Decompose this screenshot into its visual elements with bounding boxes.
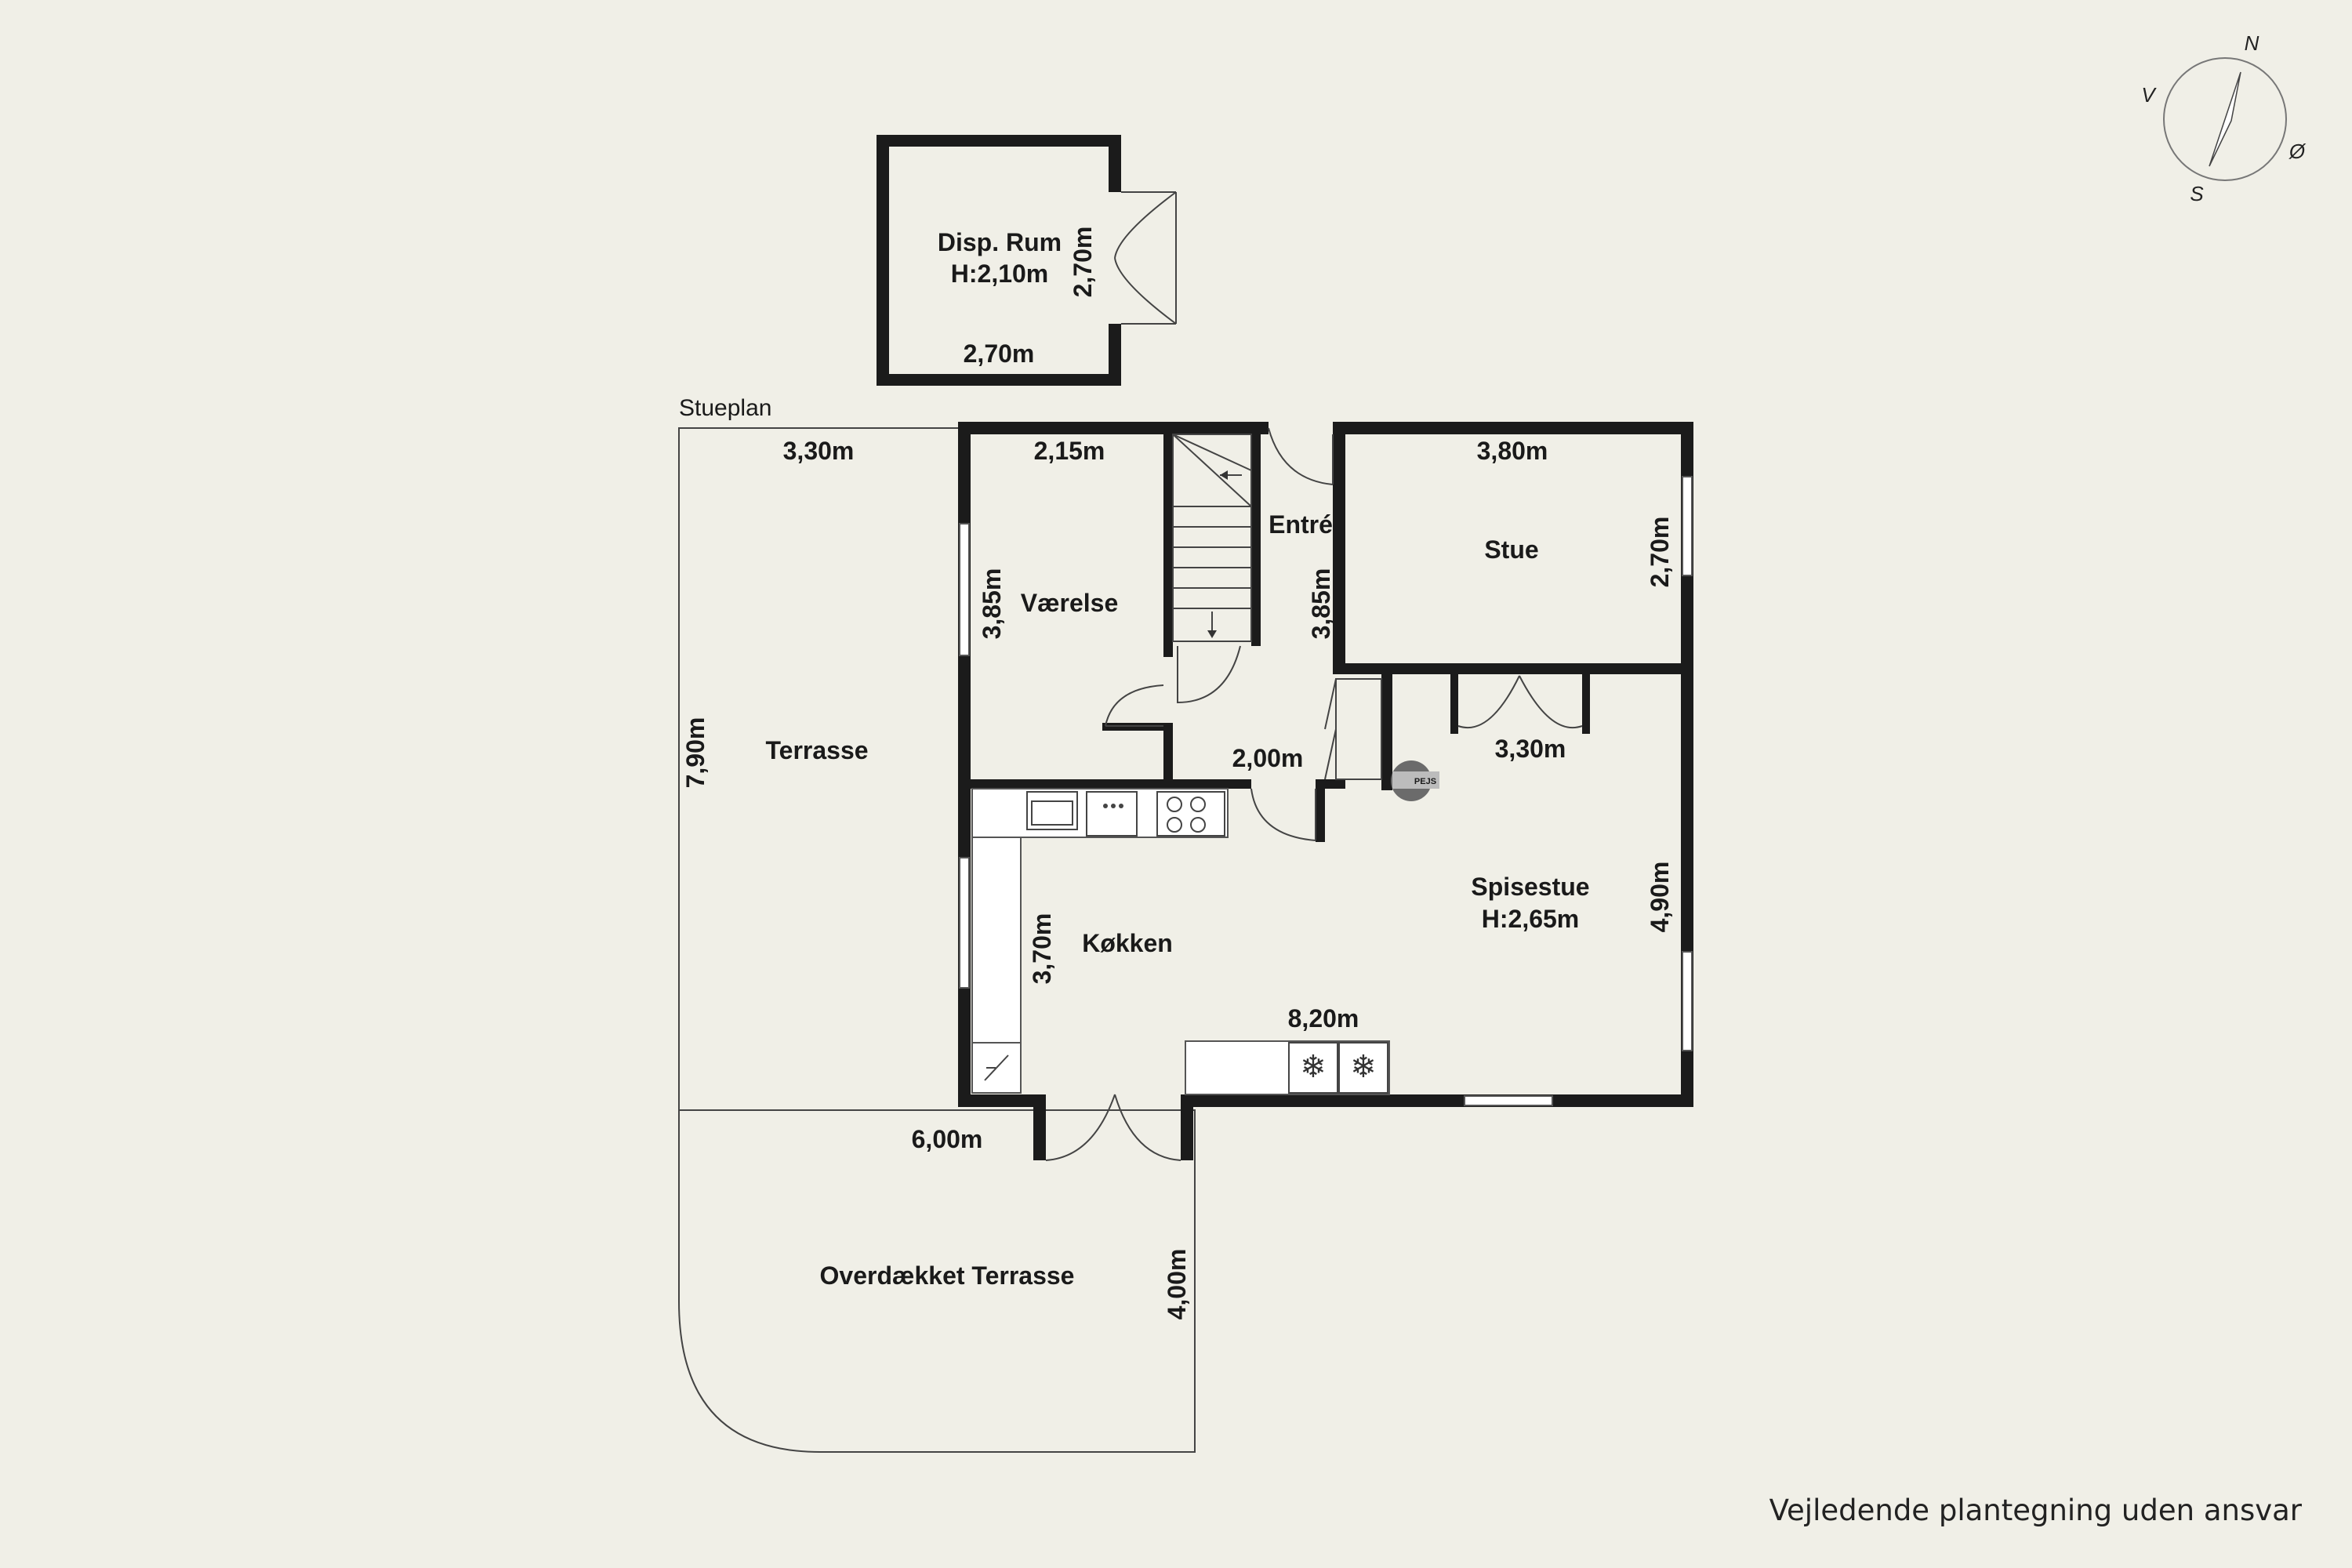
living-room-depth: 2,70m [1646, 517, 1674, 588]
terrace-name: Terrasse [765, 736, 868, 764]
covered-terrace-depth: 4,00m [1163, 1249, 1191, 1320]
storage-room-name: Disp. Rum [938, 228, 1062, 256]
compass-rose: N S Ø V [2141, 31, 2307, 205]
entrance-name: Entré [1269, 510, 1333, 539]
storage-room-width: 2,70m [964, 339, 1035, 368]
covered-terrace-name: Overdækket Terrasse [820, 1261, 1075, 1290]
entrance-depth: 3,85m [1307, 568, 1335, 640]
dining-room-height: H:2,65m [1482, 905, 1580, 933]
compass-east: Ø [2288, 140, 2307, 163]
storage-room [877, 135, 1177, 386]
svg-text:❄: ❄ [1350, 1050, 1377, 1084]
covered-terrace-outline [678, 1109, 1196, 1453]
compass-north: N [2245, 31, 2259, 55]
terrace-depth: 7,90m [681, 717, 710, 789]
bedroom-depth: 3,85m [978, 568, 1006, 640]
storage-room-height: H:2,10m [951, 260, 1049, 288]
entrance-width: 2,00m [1232, 744, 1304, 772]
bedroom-width: 2,15m [1034, 437, 1105, 465]
kitchen-depth: 3,70m [1028, 913, 1056, 985]
doors [1045, 427, 1583, 1161]
compass-west: V [2141, 83, 2157, 107]
compass-south: S [2190, 182, 2204, 205]
floor-label: Stueplan [679, 395, 771, 421]
staircase [1172, 434, 1252, 642]
fireplace: PEJS [1391, 760, 1439, 801]
living-room-width: 3,80m [1477, 437, 1548, 465]
living-room-name: Stue [1484, 535, 1538, 564]
kitchen-fittings: ❄ ❄ [971, 788, 1390, 1095]
terrace-width: 3,30m [783, 437, 855, 465]
dining-room-depth: 4,90m [1646, 862, 1674, 933]
terrace-outline [678, 427, 961, 1110]
windows [959, 476, 1693, 1106]
storage-room-depth: 2,70m [1069, 227, 1097, 298]
fireplace-label: PEJS [1414, 777, 1436, 786]
bedroom-name: Værelse [1021, 589, 1119, 617]
kitchen-name: Køkken [1082, 929, 1173, 957]
disclaimer-text: Vejledende plantegning uden ansvar [1769, 1494, 2302, 1527]
overall-width: 8,20m [1288, 1004, 1359, 1033]
dining-room-width: 3,30m [1495, 735, 1566, 763]
svg-text:❄: ❄ [1300, 1050, 1327, 1084]
dining-room-name: Spisestue [1471, 873, 1589, 901]
covered-terrace-width: 6,00m [912, 1125, 983, 1153]
